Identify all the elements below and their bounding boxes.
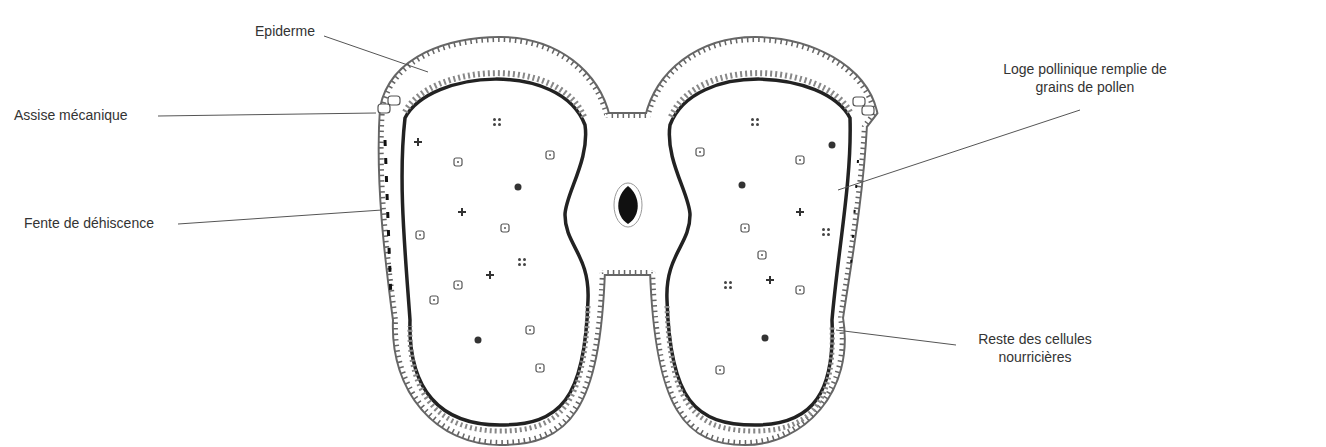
pollen-sac [402, 79, 588, 425]
vascular-bundle [618, 186, 638, 224]
part-label: Assise mécanique [14, 106, 194, 124]
leader-lines [158, 36, 1080, 345]
mechanical-layer [670, 73, 850, 119]
dehiscence-slit [850, 160, 858, 280]
tapetum-remnant [667, 306, 832, 431]
epidermis-cells [384, 42, 872, 440]
mechanical-cells [378, 96, 874, 115]
part-label: Epiderme [240, 22, 330, 40]
tapetum-remnant [410, 306, 588, 431]
epidermis [384, 42, 872, 440]
mechanical-layer [405, 73, 585, 119]
part-label: Loge pollinique remplie de grains de pol… [985, 60, 1185, 96]
pollen-sac [667, 79, 850, 425]
part-label: Reste des cellules nourricières [960, 330, 1110, 366]
part-label: Fente de déhiscence [24, 214, 204, 232]
vascular-bundle-ring [614, 183, 642, 227]
pollen-grains [414, 118, 836, 374]
dehiscence-slit [385, 140, 391, 300]
